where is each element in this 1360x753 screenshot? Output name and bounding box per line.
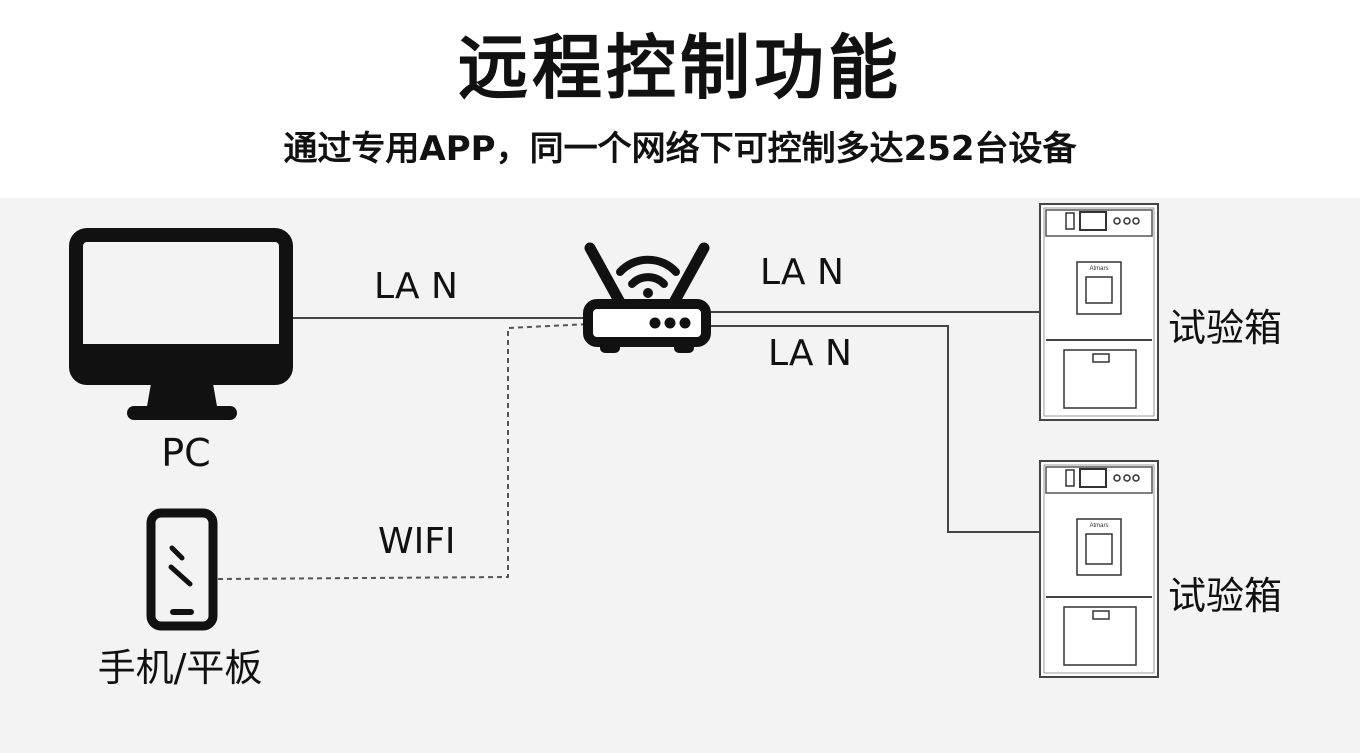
monitor-icon [69, 228, 293, 420]
link-router-chamber-2 [700, 325, 1040, 533]
page-subtitle: 通过专用APP，同一个网络下可控制多达252台设备 [283, 129, 1077, 169]
link-phone-router [217, 323, 591, 580]
chamber-2-label: 试验箱 [1168, 574, 1282, 618]
pc-label: PC [161, 431, 210, 475]
page-title: 远程控制功能 [458, 27, 902, 109]
test-chamber-icon [1039, 460, 1159, 678]
phone-label: 手机/平板 [98, 646, 263, 690]
test-chamber-icon [1039, 203, 1159, 421]
link-label-pc-router: LA N [374, 266, 458, 307]
link-label-router-chamber-2: LA N [768, 333, 852, 374]
smartphone-icon [146, 508, 218, 631]
chamber-1-brand: Atmars [1089, 266, 1108, 272]
chamber-2-brand: Atmars [1089, 523, 1108, 529]
link-label-wifi: WIFI [378, 521, 456, 562]
link-label-router-chamber-1: LA N [760, 252, 844, 293]
wifi-router-icon [583, 242, 711, 353]
chamber-1-label: 试验箱 [1168, 306, 1282, 350]
